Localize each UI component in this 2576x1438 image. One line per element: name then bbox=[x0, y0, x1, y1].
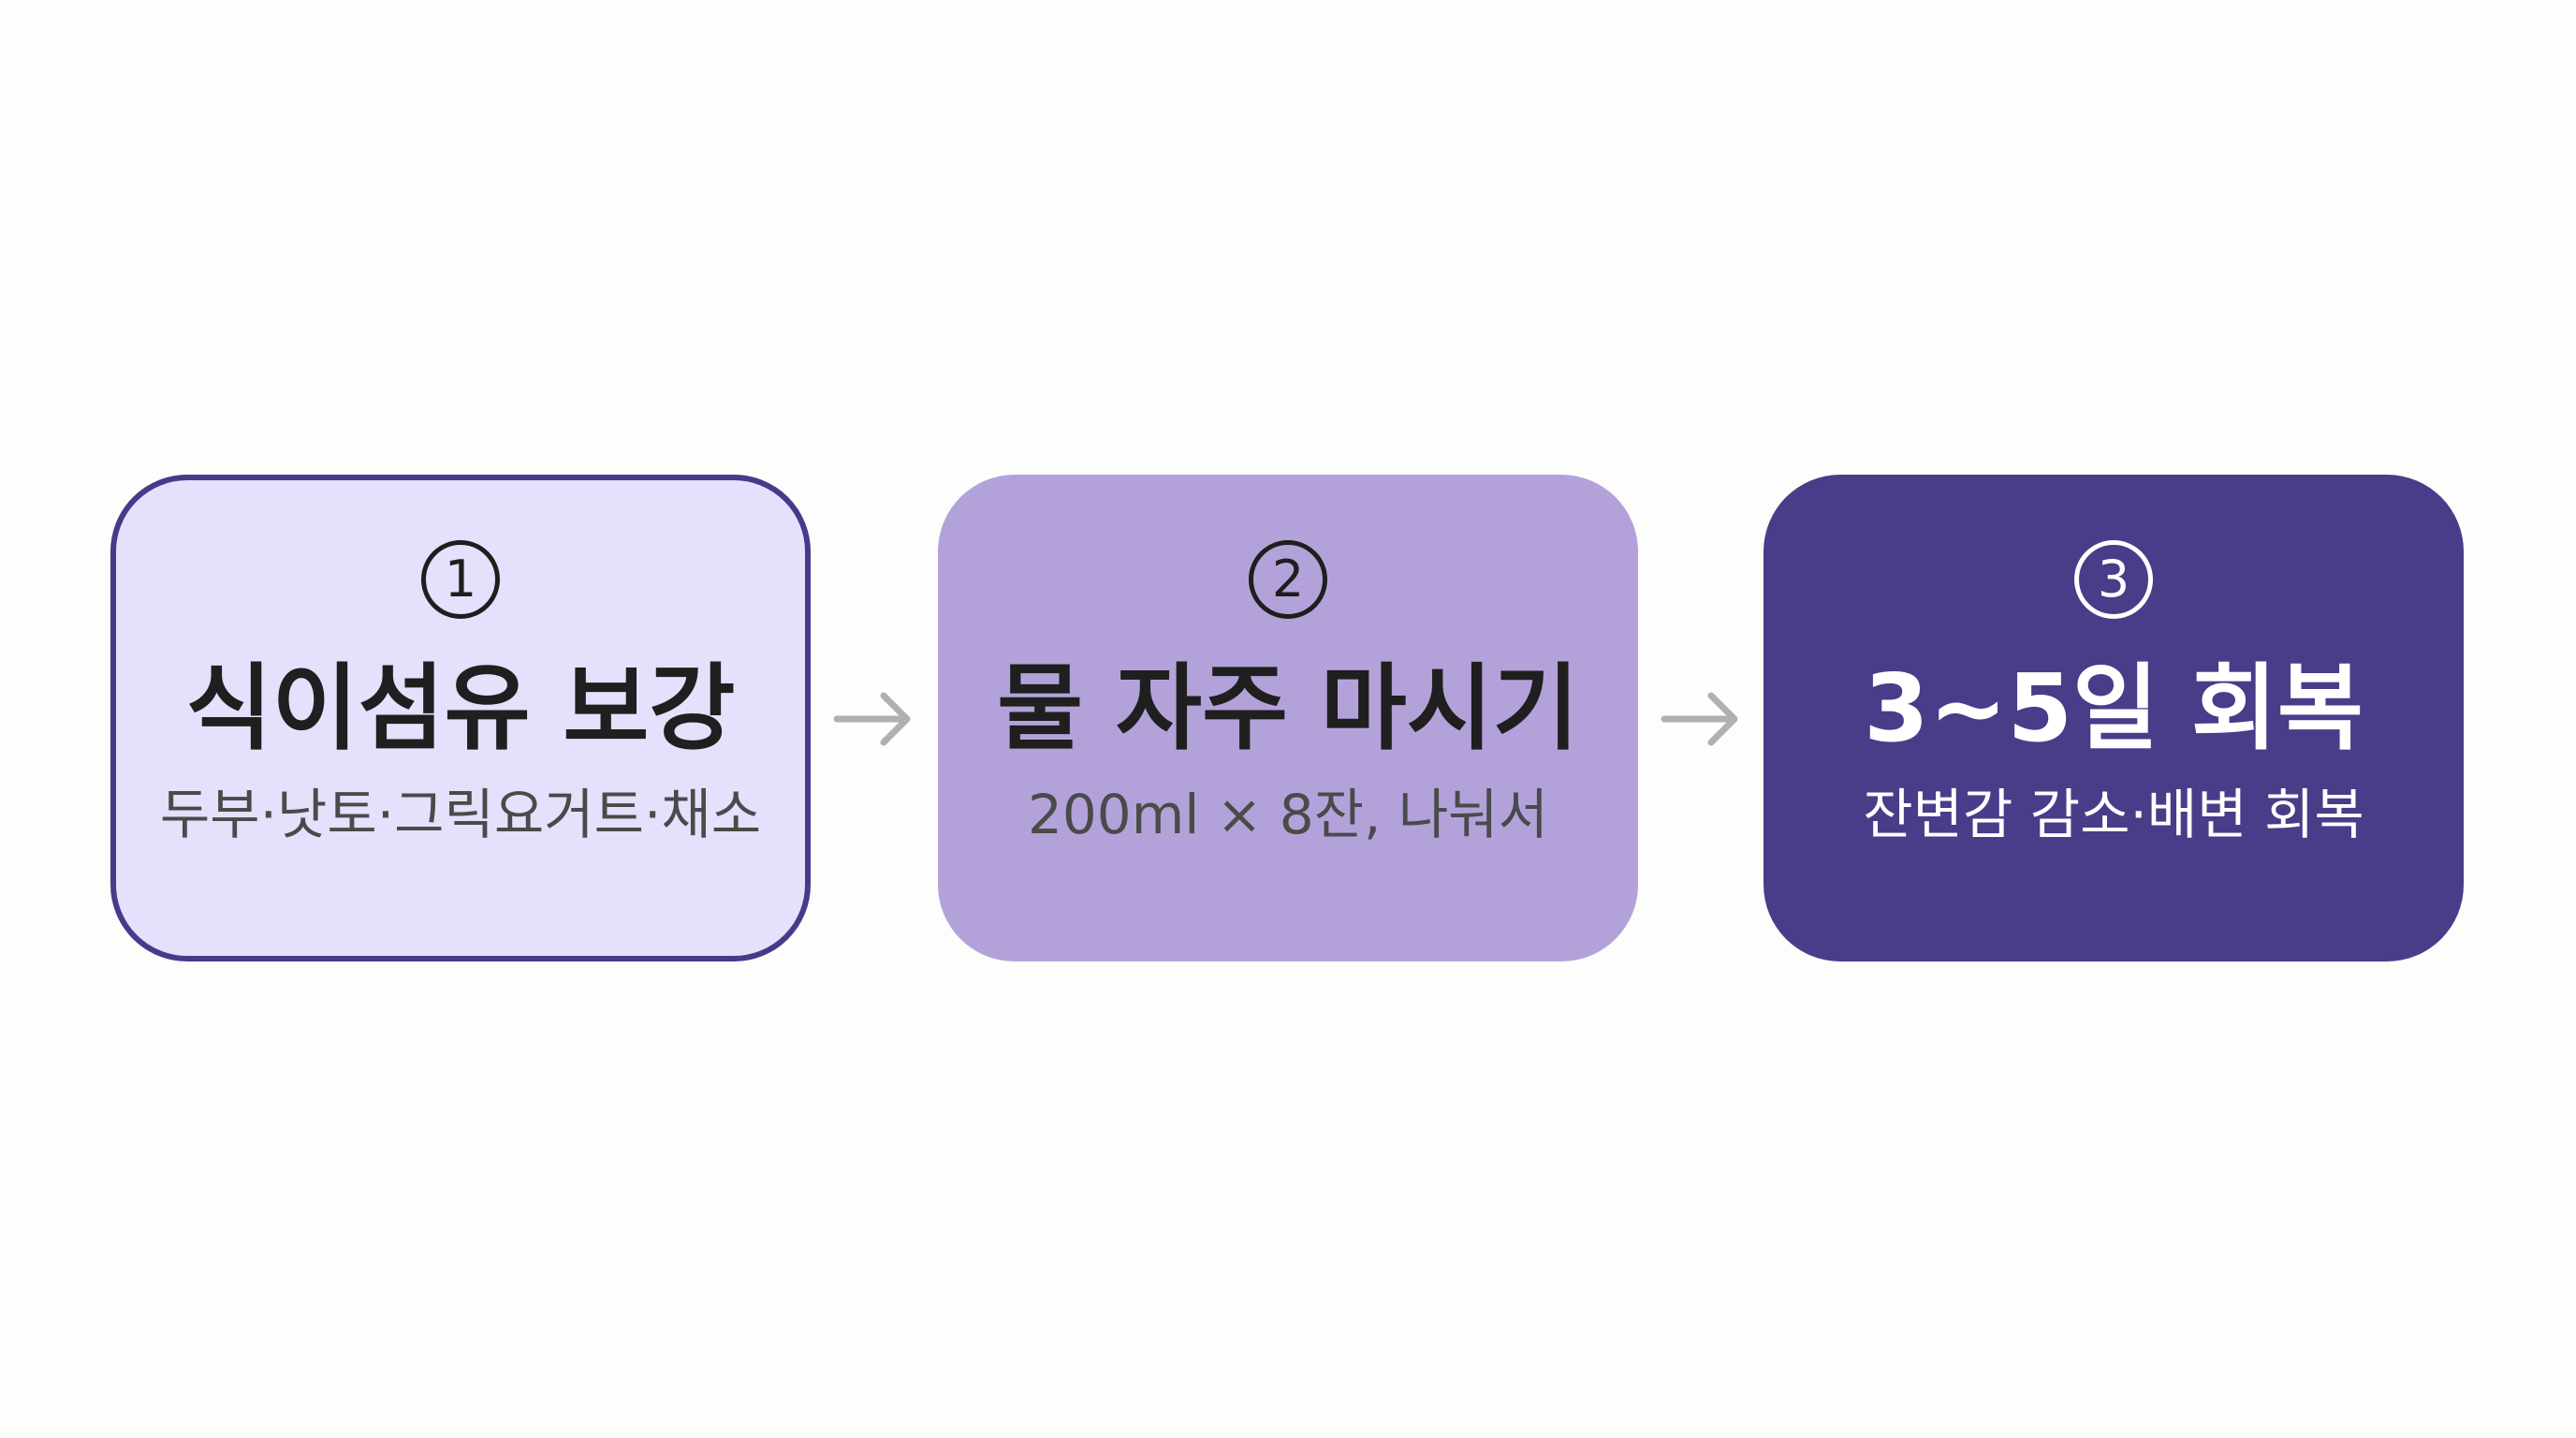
step-title: 식이섬유 보강 bbox=[185, 653, 736, 763]
step-card-2: 2 물 자주 마시기 200ml × 8잔, 나눠서 bbox=[938, 475, 1638, 961]
step-number-badge: 2 bbox=[1249, 540, 1327, 619]
step-card-3: 3 3~5일 회복 잔변감 감소·배변 회복 bbox=[1764, 475, 2464, 961]
step-card-1: 1 식이섬유 보강 두부·낫토·그릭요거트·채소 bbox=[110, 475, 811, 961]
step-title: 물 자주 마시기 bbox=[997, 653, 1579, 763]
step-subtitle: 두부·낫토·그릭요거트·채소 bbox=[159, 783, 762, 846]
arrow-right-icon bbox=[1661, 692, 1738, 746]
step-subtitle: 200ml × 8잔, 나눠서 bbox=[1027, 783, 1548, 846]
step-number-badge: 3 bbox=[2074, 540, 2153, 619]
arrow-right-icon bbox=[833, 692, 911, 746]
step-title: 3~5일 회복 bbox=[1864, 653, 2364, 763]
step-number-badge: 1 bbox=[421, 540, 500, 619]
step-subtitle: 잔변감 감소·배변 회복 bbox=[1863, 783, 2364, 846]
